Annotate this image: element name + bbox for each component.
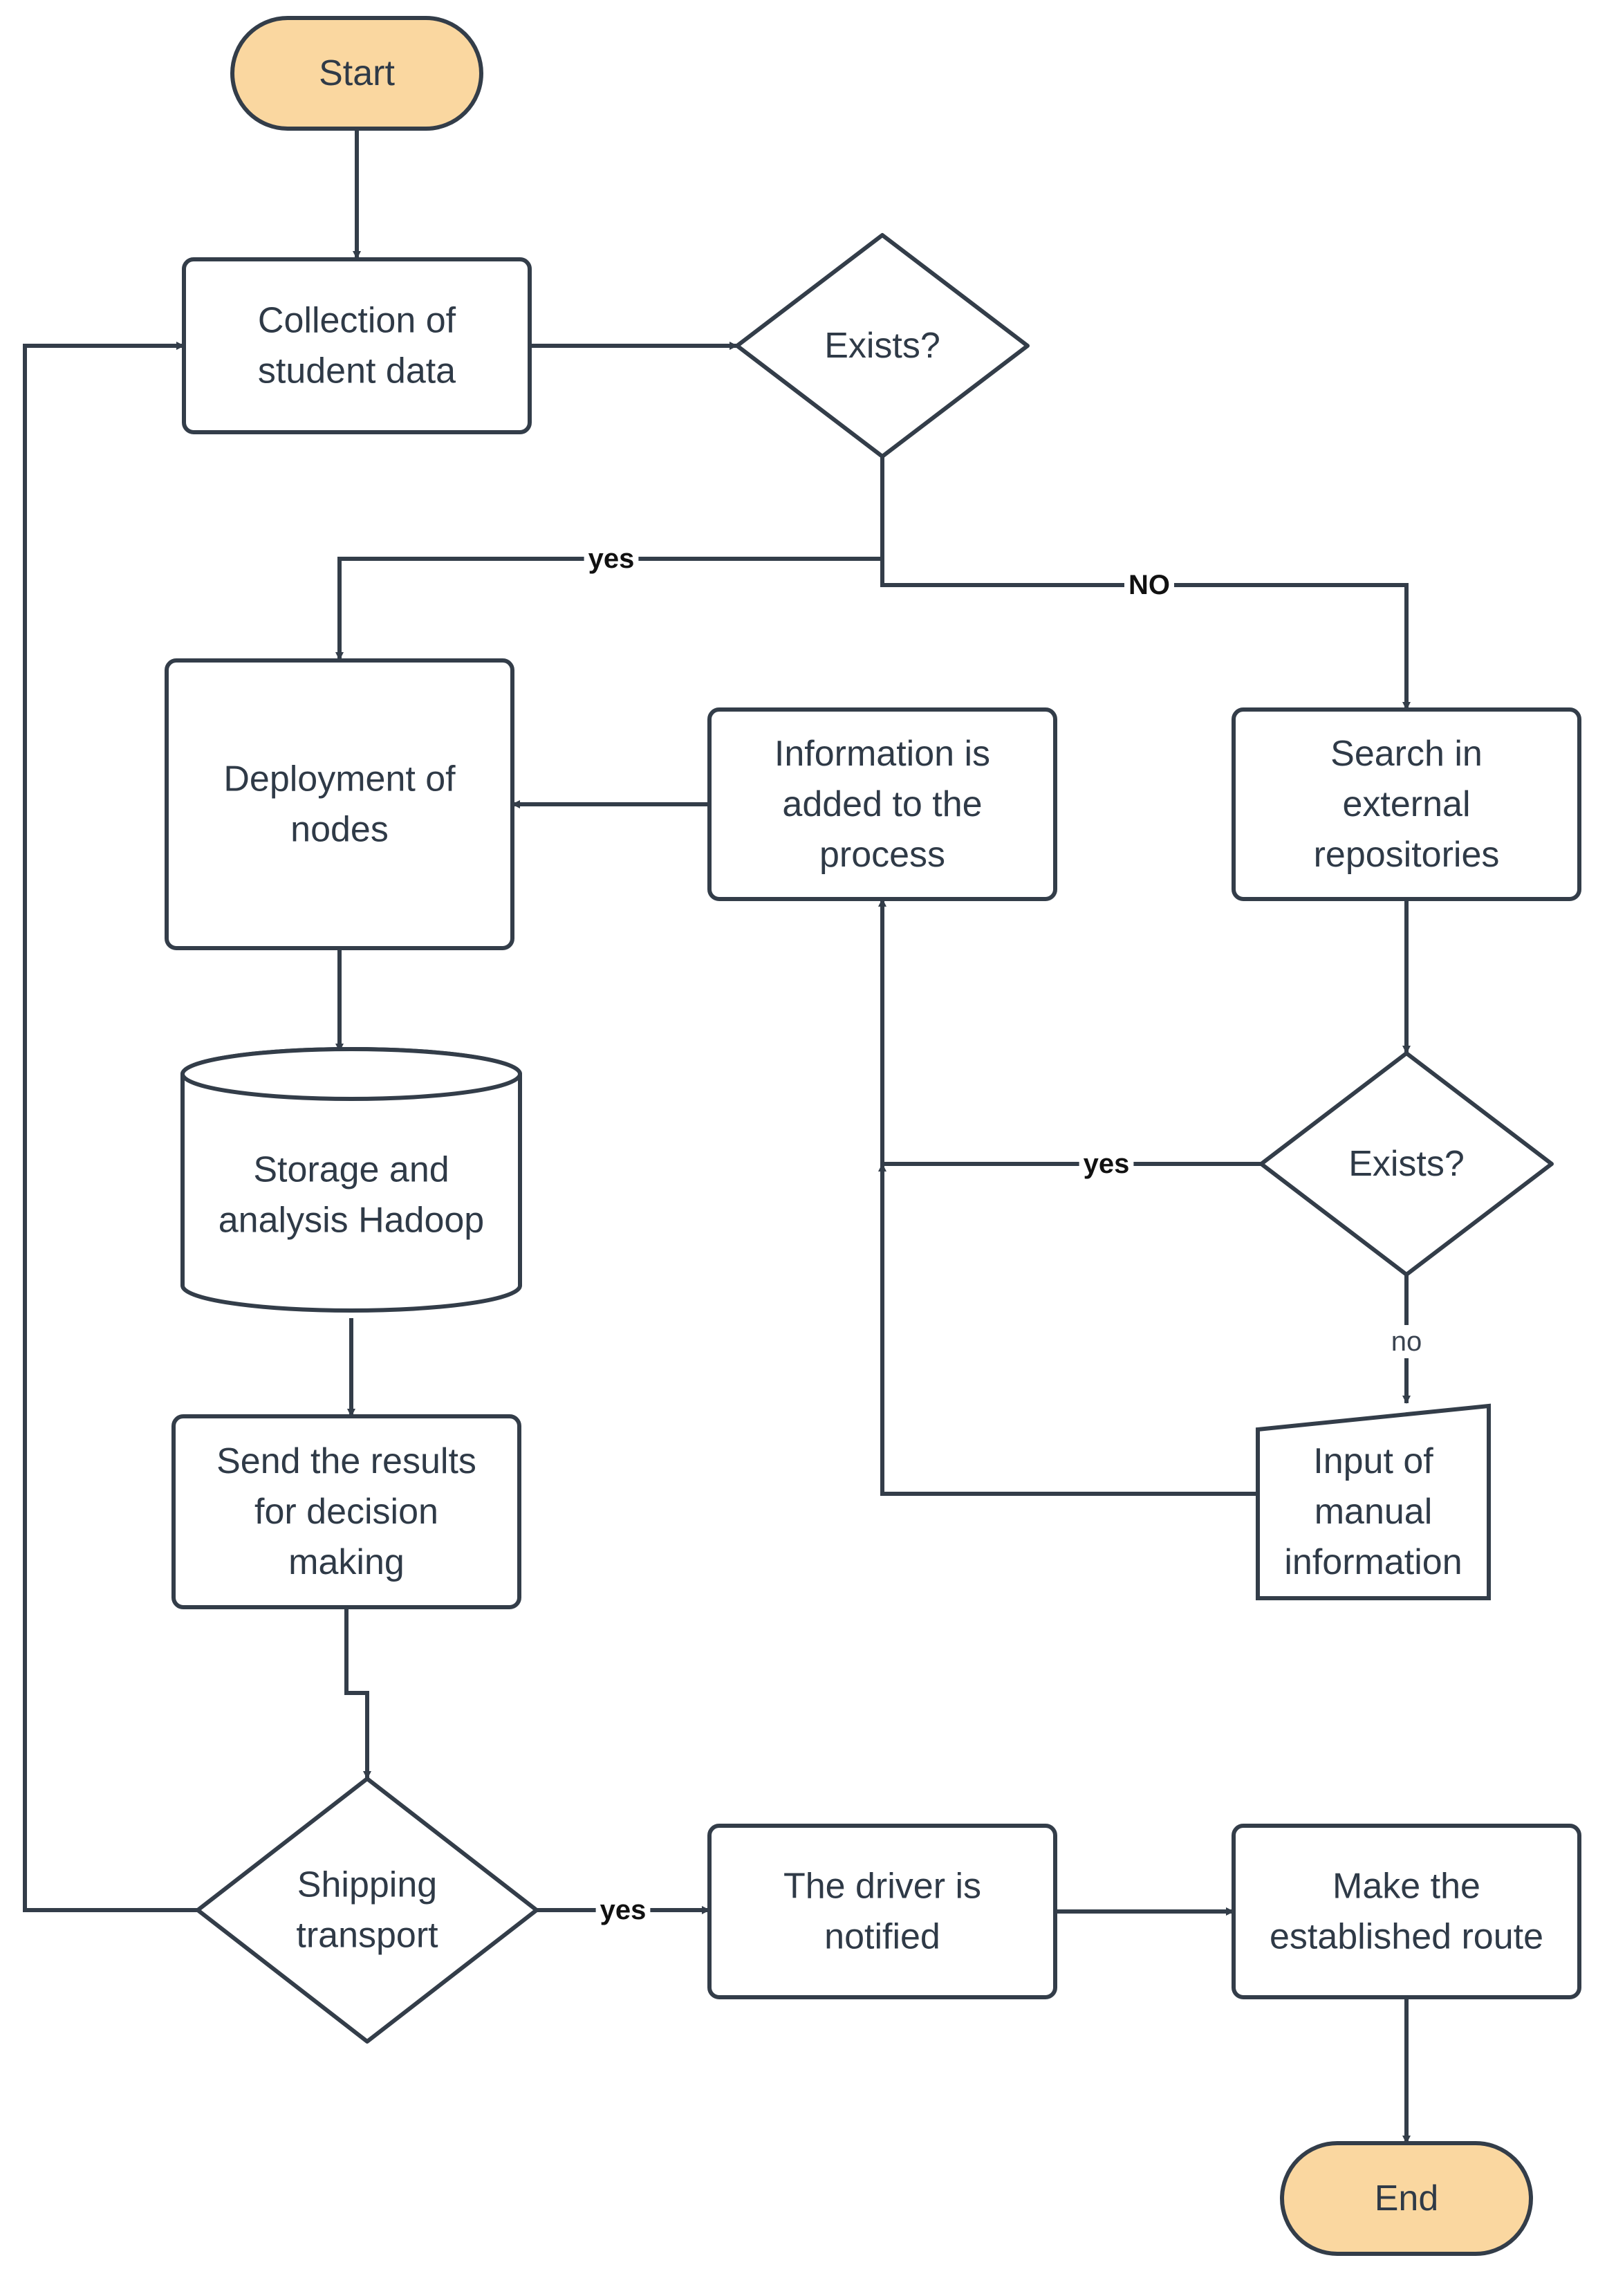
node-label-collect: student data (258, 351, 456, 391)
node-label-driver: notified (824, 1917, 940, 1957)
process-box (707, 707, 1057, 901)
node-label-added: Information is (774, 734, 990, 774)
node-label-search: Search in (1330, 734, 1483, 774)
decision-diamond (196, 1777, 539, 2044)
node-end: End (1280, 2141, 1533, 2256)
node-shipping: Shipping transport (196, 1777, 539, 2044)
edge-label-background (595, 1894, 651, 1927)
node-search: Search in external repositories (1232, 707, 1581, 901)
node-label-send: Send the results (216, 1441, 476, 1481)
node-label-manual: manual (1315, 1492, 1433, 1532)
node-label-deploy: nodes (290, 810, 389, 850)
terminal-shape (1280, 2141, 1533, 2256)
edge-label-exists2-yes: yes (1084, 1149, 1130, 1179)
node-driver: The driver is notified (707, 1824, 1057, 1999)
process-box (707, 1824, 1057, 1999)
node-exists1: Exists? (735, 233, 1030, 459)
process-box (171, 1414, 521, 1609)
node-label-start: Start (319, 53, 395, 93)
manual-input-shape (1256, 1403, 1491, 1600)
node-added: Information is added to the process (707, 707, 1057, 901)
node-label-added: added to the (782, 784, 982, 824)
edge-manual-to-added (878, 1163, 1258, 1496)
process-box (182, 257, 532, 434)
edge-label-background (584, 542, 639, 575)
node-manual: Input of manual information (1256, 1403, 1491, 1600)
node-label-collect: Collection of (258, 301, 456, 341)
edge-send-to-shipping (344, 1607, 371, 1779)
edge-label-exists1-no: NO (1128, 570, 1170, 600)
node-start: Start (230, 16, 483, 131)
terminal-shape (230, 16, 483, 131)
node-label-search: repositories (1314, 835, 1500, 875)
process-box (1232, 707, 1581, 901)
node-send: Send the results for decision making (171, 1414, 521, 1609)
edge-shipping-to-collect (23, 342, 198, 1912)
node-label-route: Make the (1332, 1867, 1480, 1907)
node-label-manual: Input of (1313, 1441, 1433, 1481)
node-storage: Storage and analysis Hadoop (180, 1047, 522, 1313)
edge-label-shipping-yes: yes (600, 1895, 647, 1925)
node-label-driver: The driver is (783, 1867, 981, 1907)
edge-label-exists1-yes: yes (588, 544, 635, 574)
node-label-end: End (1375, 2178, 1439, 2219)
process-box (1232, 1824, 1581, 1999)
node-label-send: for decision (254, 1492, 438, 1532)
edge-label-exists2-no: no (1391, 1326, 1422, 1357)
process-box (165, 658, 514, 950)
edge-label-background (1079, 1147, 1134, 1181)
node-label-storage: Storage and (253, 1150, 449, 1190)
node-label-added: process (819, 835, 945, 875)
node-collect: Collection of student data (182, 257, 532, 434)
node-label-shipping: transport (296, 1916, 438, 1956)
node-exists2: Exists? (1259, 1051, 1554, 1277)
edge-exists2-to-added (878, 898, 1261, 1166)
decision-diamond (735, 233, 1030, 459)
decision-diamond (1259, 1051, 1554, 1277)
node-label-shipping: Shipping (297, 1865, 437, 1905)
node-label-route: established route (1270, 1917, 1543, 1957)
edge-label-background (1124, 568, 1174, 602)
node-label-exists1: Exists? (824, 326, 940, 366)
database-cylinder-top (180, 1047, 522, 1101)
edge-label-background (1386, 1325, 1427, 1358)
node-label-send: making (288, 1542, 405, 1582)
node-route: Make the established route (1232, 1824, 1581, 1999)
node-label-search: external (1343, 784, 1471, 824)
node-label-exists2: Exists? (1348, 1144, 1465, 1184)
node-label-deploy: Deployment of (223, 759, 456, 799)
node-deploy: Deployment of nodes (165, 658, 514, 950)
node-label-manual: information (1284, 1542, 1462, 1582)
node-label-storage: analysis Hadoop (219, 1201, 484, 1241)
